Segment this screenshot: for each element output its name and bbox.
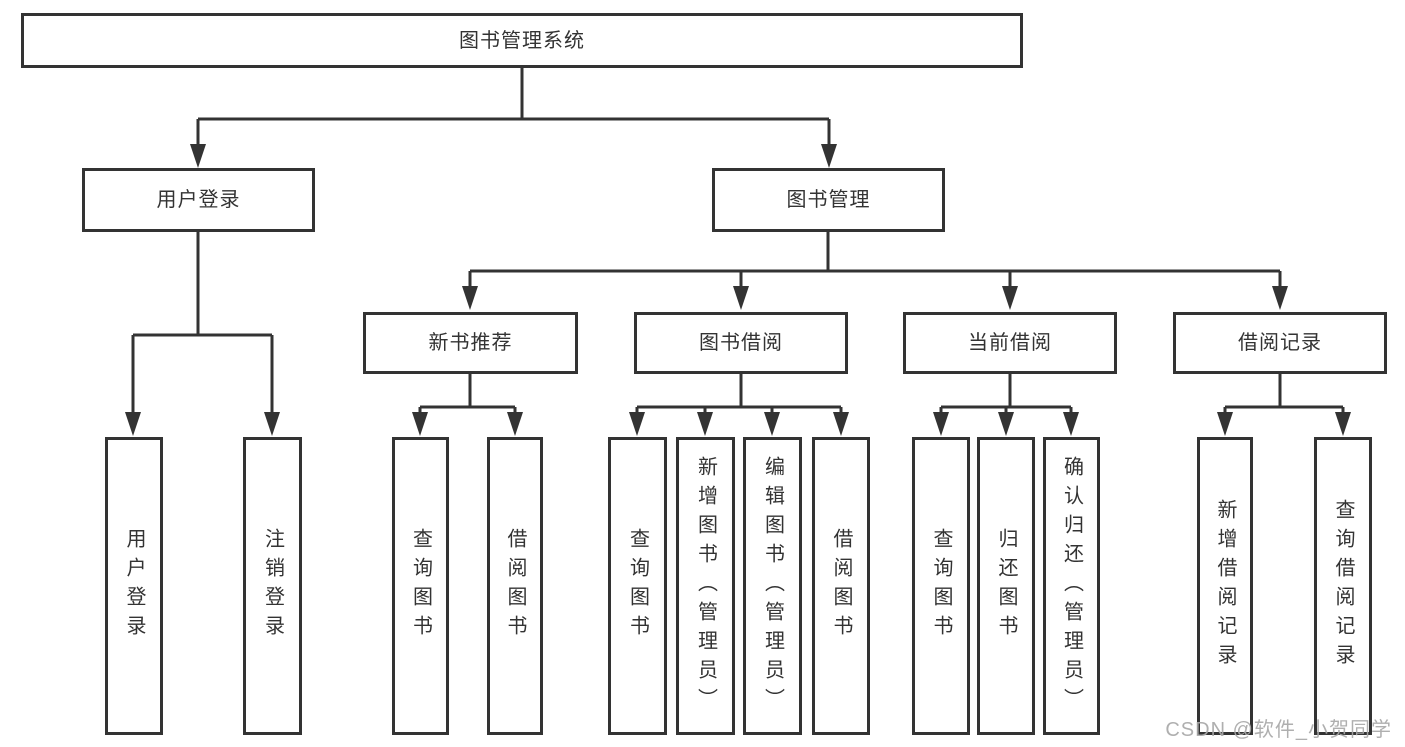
node-user-login: 用户登录 xyxy=(105,437,163,735)
node-label: 图书管理系统 xyxy=(459,29,585,52)
node-borrow-books-borrowing: 借阅图书 xyxy=(812,437,870,735)
node-label: 图书借阅 xyxy=(699,332,783,354)
node-label: 查询借阅记录 xyxy=(1332,499,1354,673)
node-label: 用户登录 xyxy=(156,189,241,211)
node-label: 用户登录 xyxy=(123,528,145,644)
node-label: 确认归还（管理员） xyxy=(1060,455,1083,717)
node-edit-book-admin: 编辑图书（管理员） xyxy=(743,437,802,735)
node-confirm-return-admin: 确认归还（管理员） xyxy=(1043,437,1100,735)
node-borrow-books-recommend: 借阅图书 xyxy=(487,437,543,735)
node-label: 新增图书（管理员） xyxy=(694,455,717,717)
node-logout: 注销登录 xyxy=(243,437,302,735)
node-label: 借阅图书 xyxy=(504,528,526,644)
connector-edges xyxy=(131,67,1345,414)
node-label: 图书管理 xyxy=(786,189,871,211)
node-label: 注销登录 xyxy=(261,528,284,644)
node-book-borrowing: 图书借阅 xyxy=(634,312,848,374)
node-label: 新增借阅记录 xyxy=(1214,499,1236,673)
node-label: 查询图书 xyxy=(626,528,649,644)
node-label: 借阅记录 xyxy=(1238,332,1322,354)
node-query-borrow-record: 查询借阅记录 xyxy=(1314,437,1372,735)
csdn-watermark: CSDN @软件_小贺同学 xyxy=(1165,719,1392,741)
node-label: 查询图书 xyxy=(409,528,432,644)
arrowhead-icons xyxy=(125,144,1351,436)
node-book-management-branch: 图书管理 xyxy=(712,168,945,232)
node-label: 查询图书 xyxy=(930,528,952,644)
node-query-books-borrowing: 查询图书 xyxy=(608,437,667,735)
node-label: 当前借阅 xyxy=(968,332,1052,354)
node-current-borrowing: 当前借阅 xyxy=(903,312,1117,374)
node-user-login-branch: 用户登录 xyxy=(82,168,315,232)
node-root-library-system: 图书管理系统 xyxy=(21,13,1023,68)
node-label: 归还图书 xyxy=(995,528,1017,644)
node-query-books-current: 查询图书 xyxy=(912,437,970,735)
node-query-books-recommend: 查询图书 xyxy=(392,437,449,735)
node-label: 编辑图书（管理员） xyxy=(761,455,784,717)
node-add-book-admin: 新增图书（管理员） xyxy=(676,437,735,735)
node-add-borrow-record: 新增借阅记录 xyxy=(1197,437,1253,735)
node-new-book-recommendation: 新书推荐 xyxy=(363,312,578,374)
node-return-book: 归还图书 xyxy=(977,437,1035,735)
node-label: 新书推荐 xyxy=(428,332,513,354)
node-label: 借阅图书 xyxy=(830,528,852,644)
node-borrowing-records: 借阅记录 xyxy=(1173,312,1387,374)
